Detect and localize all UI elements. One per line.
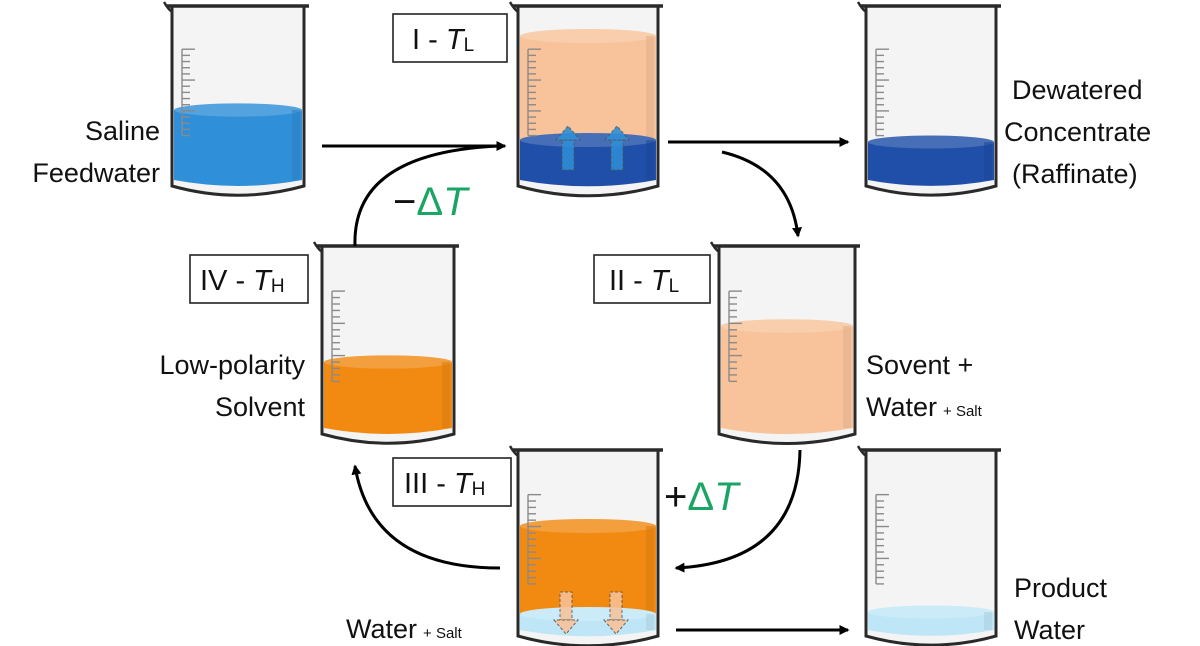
svg-text:Dewatered: Dewatered xyxy=(1012,75,1143,105)
low-polarity-solvent-label: Low-polarity Solvent xyxy=(159,350,305,422)
product-water-beaker-icon xyxy=(856,445,1001,646)
arrow-icon xyxy=(351,464,501,570)
svg-text:Saline: Saline xyxy=(85,116,160,146)
step-1-box: I - TL xyxy=(392,13,508,63)
svg-text:IV - TH: IV - TH xyxy=(200,265,285,297)
diffusion-arrow-icon xyxy=(554,125,582,171)
svg-text:Sovent +: Sovent + xyxy=(866,350,973,380)
flow-arrows xyxy=(322,137,850,635)
diffusion-arrow-icon xyxy=(552,591,580,635)
svg-text:Water+ Salt: Water+ Salt xyxy=(346,614,463,644)
product-water-label: Product Water xyxy=(1014,573,1108,645)
beakers-group xyxy=(162,1,1001,646)
svg-text:III - TH: III - TH xyxy=(404,468,485,500)
svg-text:Solvent: Solvent xyxy=(215,392,306,422)
step-2-beaker-icon xyxy=(709,241,860,446)
diffusion-arrow-icon xyxy=(602,591,630,635)
feedwater-beaker-icon xyxy=(162,1,309,197)
svg-text:Water+ Salt: Water+ Salt xyxy=(866,392,983,422)
solvent-water-label: Sovent + Water+ Salt xyxy=(866,350,983,422)
dewatered-concentrate-label: Dewatered Concentrate (Raffinate) xyxy=(1004,75,1151,189)
step-1-beaker-icon xyxy=(508,1,663,198)
svg-text:Low-polarity: Low-polarity xyxy=(159,350,305,380)
svg-text:Water: Water xyxy=(1014,615,1085,645)
svg-text:Concentrate: Concentrate xyxy=(1004,117,1151,147)
step-3-box: III - TH xyxy=(392,457,512,507)
arrow-icon xyxy=(353,144,501,247)
heating-delta-label: +ΔT xyxy=(664,475,741,519)
svg-text:(Raffinate): (Raffinate) xyxy=(1012,159,1138,189)
svg-text:II - TL: II - TL xyxy=(609,265,679,297)
water-salt-label: Water+ Salt xyxy=(346,614,463,644)
saline-feedwater-label: Saline Feedwater xyxy=(32,116,160,188)
svg-text:Feedwater: Feedwater xyxy=(32,158,160,188)
diffusion-arrow-icon xyxy=(603,125,631,171)
svg-text:I - TL: I - TL xyxy=(412,24,474,56)
step-4-beaker-icon xyxy=(312,241,459,445)
arrow-icon xyxy=(674,449,802,573)
step-3-beaker-icon xyxy=(508,445,663,646)
step-2-box: II - TL xyxy=(593,254,711,304)
svg-text:Product: Product xyxy=(1014,573,1108,603)
concentrate-beaker-icon xyxy=(856,1,1001,197)
cooling-delta-label: −ΔT xyxy=(393,180,470,224)
arrow-icon xyxy=(721,150,802,238)
step-4-box: IV - TH xyxy=(189,254,309,304)
